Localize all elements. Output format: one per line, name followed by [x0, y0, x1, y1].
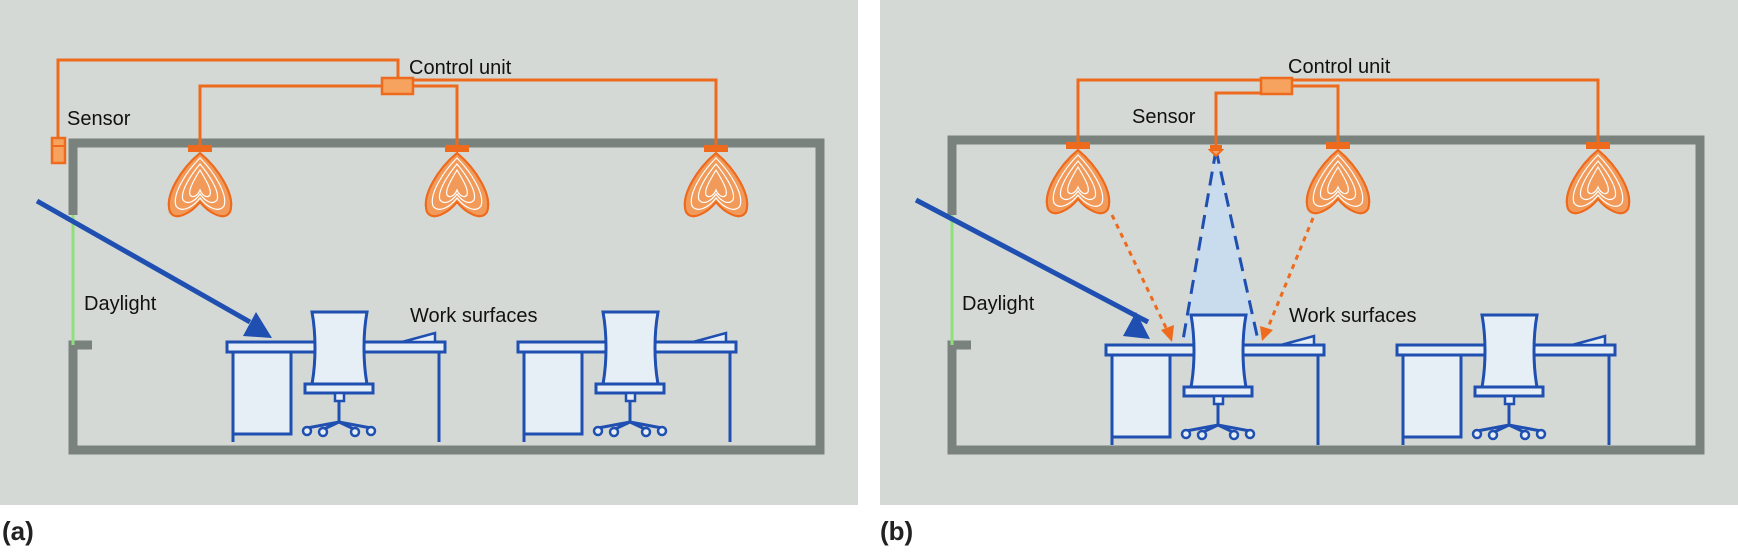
photo-sensor-icon — [50, 136, 67, 165]
control-unit-icon — [380, 76, 415, 96]
sensor-label: Sensor — [1132, 106, 1196, 128]
control-wiring — [56, 58, 718, 148]
workstation-2 — [1395, 313, 1617, 447]
photo-sensor-icon — [1207, 145, 1225, 158]
luminaire-icon-1 — [1045, 141, 1111, 215]
luminaire-icon-2 — [424, 144, 490, 218]
panel-a-wall-mounted-sensor: Control unit Sensor Daylight Work surfac… — [0, 0, 858, 505]
control-wiring — [1076, 78, 1600, 145]
panel-b-ceiling-sensor: Control unit Sensor Daylight Work surfac… — [880, 0, 1738, 505]
control-unit-label: Control unit — [1288, 56, 1391, 78]
daylight-label: Daylight — [84, 293, 157, 315]
panel-a-diagram: Control unit Sensor Daylight Work surfac… — [35, 57, 825, 455]
control-unit-label: Control unit — [409, 57, 512, 79]
panel-b-caption: (b) — [880, 516, 914, 546]
workstation-2 — [516, 310, 738, 444]
luminaire-icon-1 — [167, 144, 233, 218]
daylight-arrow — [35, 198, 272, 338]
control-unit-icon — [1259, 76, 1294, 96]
sensor-detection-cone — [1183, 150, 1258, 340]
reflected-light-arrows — [1110, 214, 1315, 342]
luminaire-icon-3 — [683, 144, 749, 218]
panel-b-diagram: Control unit Sensor Daylight Work surfac… — [914, 56, 1705, 455]
panel-a-caption: (a) — [2, 516, 34, 546]
daylight-arrow — [914, 197, 1150, 339]
luminaire-icon-2 — [1305, 141, 1371, 215]
luminaire-icon-3 — [1565, 141, 1631, 215]
work-surfaces-label: Work surfaces — [1289, 305, 1416, 327]
sensor-label: Sensor — [67, 108, 131, 130]
daylight-label: Daylight — [962, 293, 1035, 315]
work-surfaces-label: Work surfaces — [410, 305, 537, 327]
